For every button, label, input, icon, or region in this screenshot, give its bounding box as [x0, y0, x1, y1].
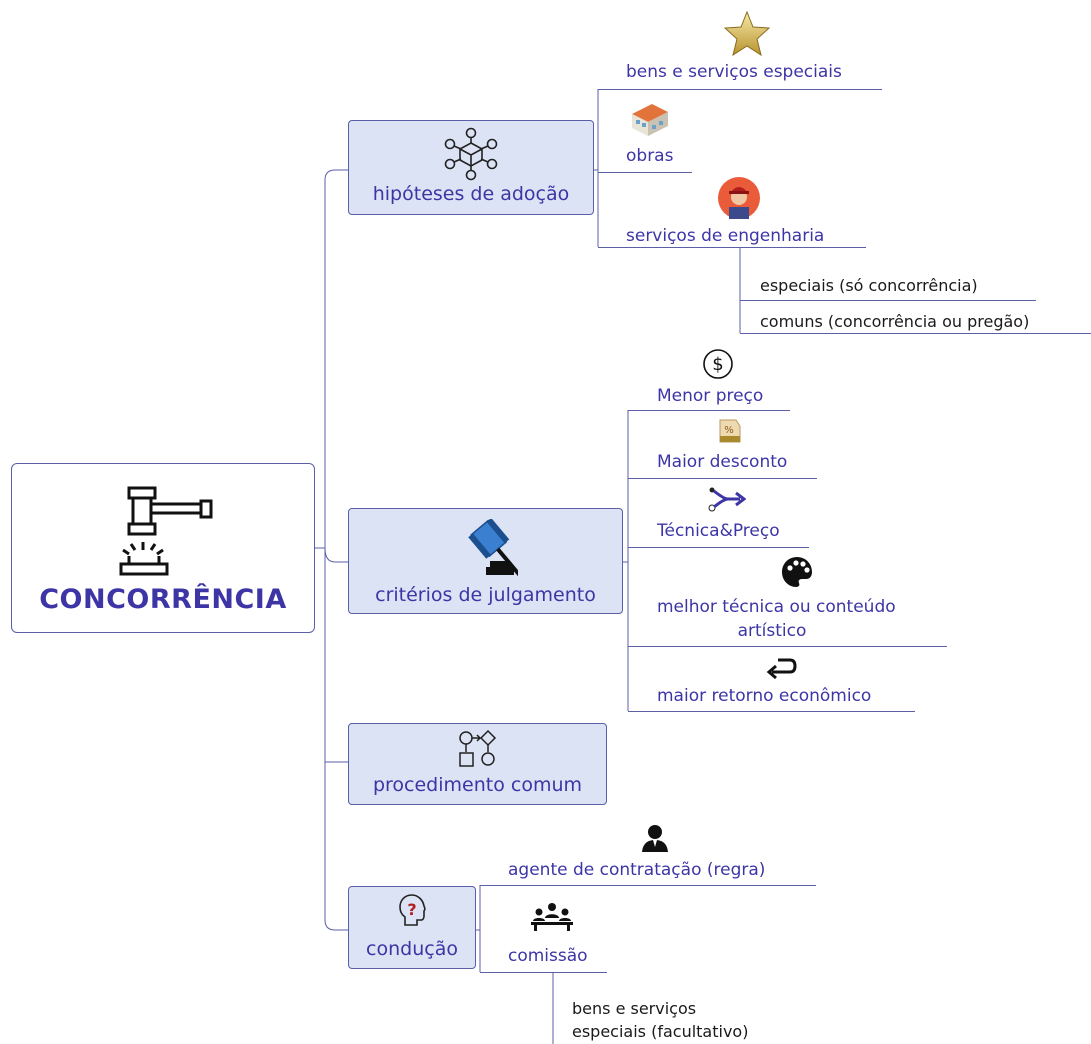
leaf-underline: [598, 89, 882, 90]
node-label: condução: [366, 938, 458, 960]
dollar-circle-icon: $: [703, 349, 733, 379]
subitem-underline: [740, 333, 1091, 334]
leaf-agente-contratacao[interactable]: agente de contratação (regra): [508, 860, 766, 880]
subitem-underline: [740, 300, 1036, 301]
discount-tag-icon: %: [719, 419, 741, 443]
root-title: CONCORRÊNCIA: [39, 584, 287, 615]
subitem-especiais[interactable]: especiais (só concorrência): [760, 276, 978, 295]
leaf-underline: [480, 972, 607, 973]
root-node[interactable]: CONCORRÊNCIA: [11, 463, 315, 633]
node-label: procedimento comum: [372, 774, 583, 796]
leaf-comissao[interactable]: comissão: [508, 946, 588, 966]
leaf-underline: [628, 410, 790, 411]
leaf-obras[interactable]: obras: [626, 146, 674, 166]
subitem-bens-servicos-line1[interactable]: bens e serviços: [572, 999, 697, 1018]
subitem-bens-servicos-line2[interactable]: especiais (facultativo): [572, 1022, 749, 1041]
leaf-melhor-tecnica-line1[interactable]: melhor técnica ou conteúdo: [657, 597, 896, 617]
leaf-underline: [598, 247, 866, 248]
node-conducao[interactable]: ? condução: [348, 886, 476, 969]
subitem-comuns[interactable]: comuns (concorrência ou pregão): [760, 312, 1030, 331]
svg-text:$: $: [712, 354, 723, 375]
node-hipoteses-de-adocao[interactable]: hipóteses de adoção: [348, 120, 594, 215]
question-head-icon: ?: [399, 894, 426, 926]
leaf-melhor-tecnica-line2[interactable]: artístico: [737, 621, 807, 641]
svg-text:?: ?: [407, 900, 416, 919]
palette-icon: [782, 557, 812, 587]
return-arrow-icon: [766, 658, 797, 680]
node-criterios-de-julgamento[interactable]: critérios de julgamento: [348, 508, 623, 614]
network-cube-icon: [444, 127, 498, 181]
leaf-bens-servicos-especiais[interactable]: bens e serviços especiais: [626, 62, 842, 82]
leaf-underline: [628, 547, 809, 548]
gavel-judgement-icon: [119, 486, 213, 576]
leaf-maior-desconto[interactable]: Maior desconto: [657, 452, 788, 472]
leaf-underline: [628, 478, 817, 479]
svg-text:%: %: [724, 425, 734, 436]
leaf-tecnica-preco[interactable]: Técnica&Preço: [657, 521, 780, 541]
group-meeting-icon: [531, 903, 573, 931]
merge-arrow-icon: [708, 487, 746, 512]
leaf-underline: [480, 885, 816, 886]
leaf-maior-retorno[interactable]: maior retorno econômico: [657, 686, 872, 706]
building-icon: [632, 104, 668, 136]
engineer-avatar-icon: [718, 177, 760, 219]
leaf-underline: [628, 711, 915, 712]
person-icon: [642, 825, 668, 852]
leaf-servicos-engenharia[interactable]: serviços de engenharia: [626, 226, 825, 246]
node-procedimento-comum[interactable]: procedimento comum: [348, 723, 607, 805]
node-label: hipóteses de adoção: [372, 183, 570, 205]
leaf-underline: [598, 172, 692, 173]
flowchart-shapes-icon: [458, 729, 496, 767]
leaf-underline: [628, 646, 947, 647]
auction-gavel-icon: [467, 519, 518, 577]
node-label: critérios de julgamento: [375, 584, 596, 606]
leaf-menor-preco[interactable]: Menor preço: [657, 386, 764, 406]
star-icon: [723, 10, 771, 57]
